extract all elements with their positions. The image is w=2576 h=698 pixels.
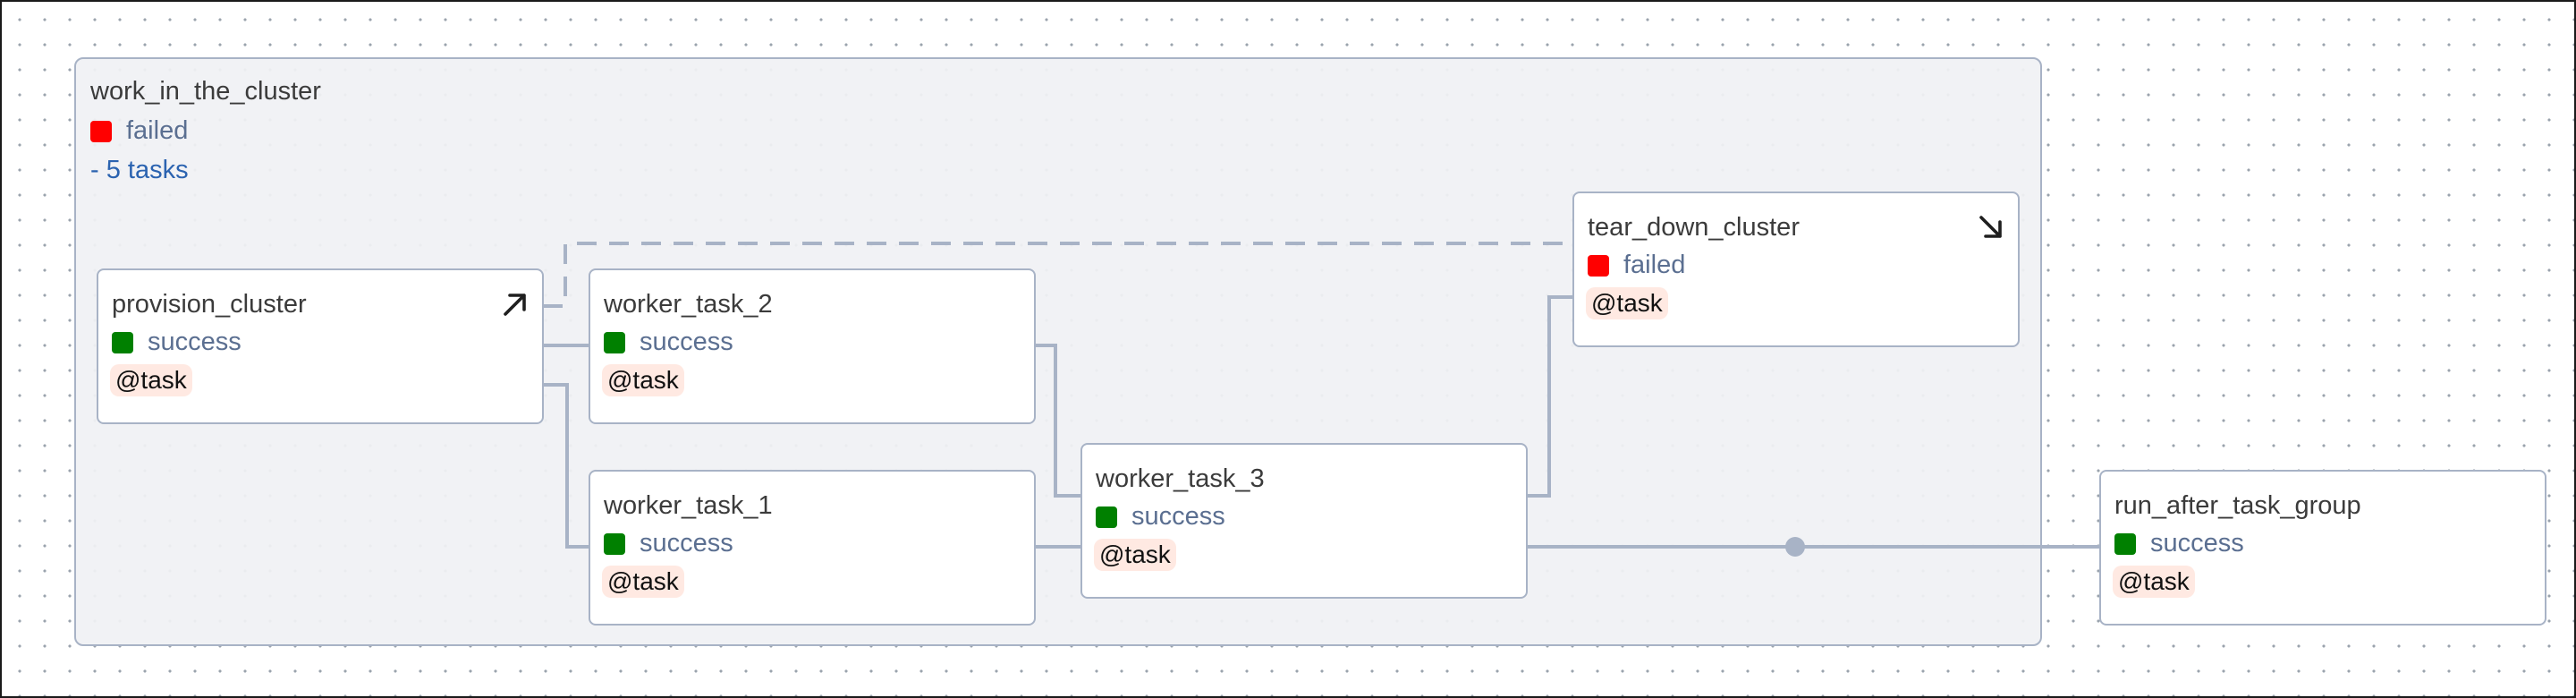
task-node-worker-task-3[interactable]: worker_task_3 success @task	[1080, 443, 1528, 599]
success-status-square-icon	[604, 331, 625, 353]
task-title: worker_task_1	[604, 491, 773, 520]
task-status: success	[604, 328, 733, 357]
success-status-square-icon	[2114, 532, 2136, 555]
task-status: success	[112, 328, 242, 357]
edge-worker-task-2-to-worker-task-3	[1035, 344, 1080, 498]
task-status: success	[2114, 529, 2244, 558]
task-status: failed	[1588, 251, 1685, 280]
edge-worker-task-3-to-tear-down-cluster	[1527, 295, 1572, 498]
task-status-text: success	[640, 529, 733, 558]
task-node-run-after-task-group[interactable]: run_after_task_group success @task	[2099, 470, 2546, 626]
group-status-text: failed	[126, 116, 189, 145]
task-node-worker-task-2[interactable]: worker_task_2 success @task	[589, 268, 1036, 424]
task-status-text: failed	[1623, 251, 1686, 279]
edge-provision-cluster-to-worker-task-1	[543, 383, 589, 549]
task-status-text: success	[640, 328, 733, 356]
success-status-square-icon	[604, 532, 625, 555]
task-node-worker-task-1[interactable]: worker_task_1 success @task	[589, 470, 1036, 626]
failed-status-square-icon	[1588, 254, 1609, 277]
task-node-tear-down-cluster[interactable]: tear_down_cluster failed @task	[1572, 192, 2020, 347]
operator-badge: @task	[602, 566, 684, 598]
success-status-square-icon	[1096, 506, 1117, 528]
task-title: run_after_task_group	[2114, 491, 2361, 520]
task-status-text: success	[148, 328, 242, 356]
task-node-provision-cluster[interactable]: provision_cluster success @task	[97, 268, 544, 424]
failed-status-square-icon	[90, 120, 112, 142]
task-status-text: success	[1131, 502, 1225, 531]
group-title: work_in_the_cluster	[90, 77, 321, 106]
operator-badge: @task	[1094, 539, 1176, 571]
operator-badge: @task	[2113, 566, 2195, 598]
task-status: success	[1096, 502, 1225, 532]
group-task-count-link[interactable]: - 5 tasks	[90, 156, 189, 184]
task-title: provision_cluster	[112, 290, 307, 319]
edge-provision-cluster-to-tear-down-cluster	[543, 242, 1572, 308]
arrow-up-right-icon[interactable]	[499, 288, 531, 320]
group-status: failed	[90, 116, 188, 146]
task-title: worker_task_3	[1096, 464, 1265, 493]
arrow-down-right-icon[interactable]	[1975, 211, 2007, 243]
task-title: worker_task_2	[604, 290, 773, 319]
task-title: tear_down_cluster	[1588, 213, 1800, 242]
success-status-square-icon	[112, 331, 133, 353]
operator-badge: @task	[1586, 287, 1668, 319]
operator-badge: @task	[602, 364, 684, 396]
operator-badge: @task	[110, 364, 192, 396]
task-status: success	[604, 529, 733, 558]
task-status-text: success	[2150, 529, 2244, 558]
edge-junction-dot	[1785, 537, 1805, 557]
